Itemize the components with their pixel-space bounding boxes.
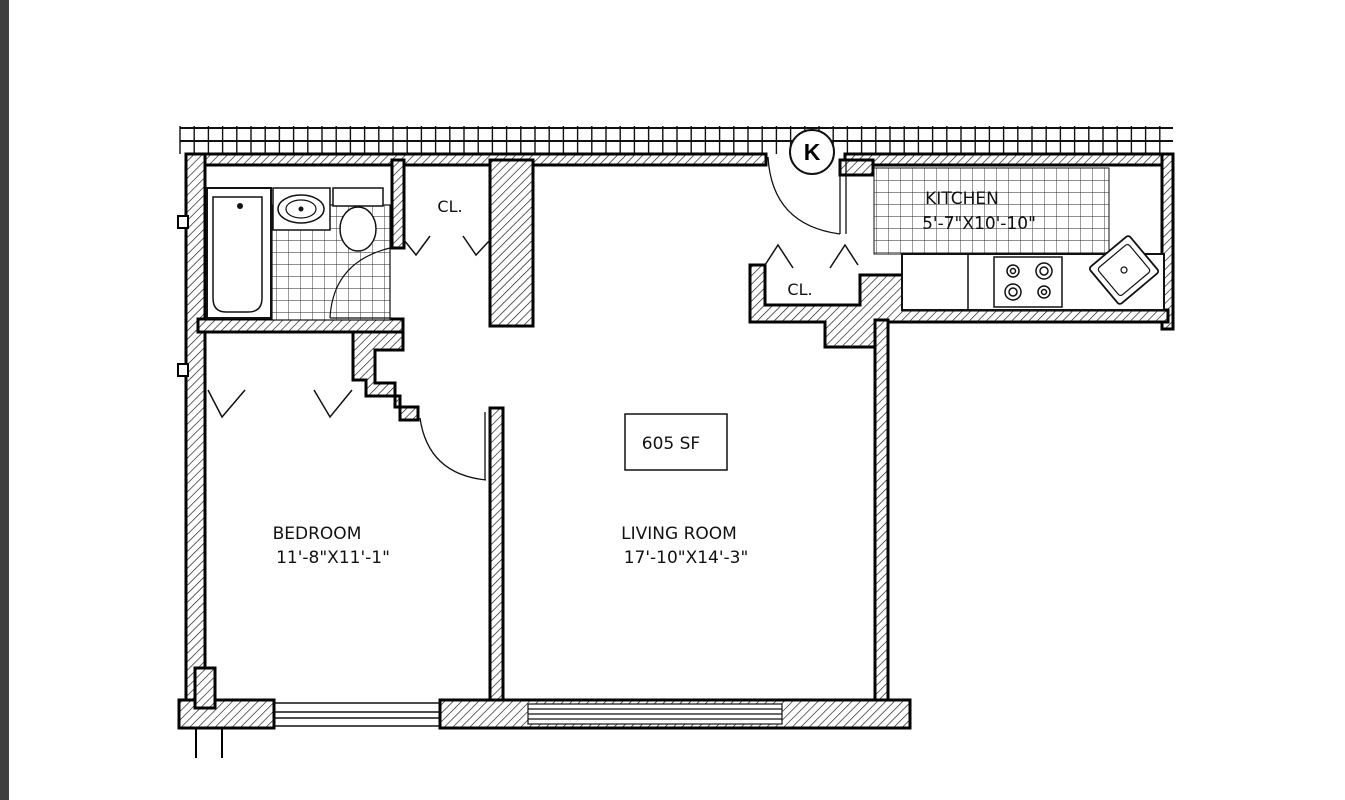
living-room-window xyxy=(527,703,783,725)
kitchen-fixtures xyxy=(873,167,1165,311)
bedroom-window xyxy=(274,702,440,727)
area-box: 605 SF xyxy=(624,413,728,471)
living-room-dimensions: 17'-10"X14'-3" xyxy=(624,548,749,568)
viewer-edge-bar xyxy=(0,0,9,800)
closet-label: CL. xyxy=(787,280,812,299)
bathroom-door xyxy=(329,247,392,319)
bedroom-dimensions: 11'-8"X11'-1" xyxy=(276,548,390,568)
bedroom-door xyxy=(419,412,491,481)
key-marker: K xyxy=(789,129,835,175)
kitchen-sink xyxy=(1088,235,1160,305)
balcony-railing xyxy=(179,126,1173,154)
bathroom xyxy=(206,187,392,321)
bathtub xyxy=(206,187,272,319)
stove xyxy=(993,256,1063,308)
key-marker-label: K xyxy=(804,139,821,165)
exterior-stubs xyxy=(177,215,223,758)
closet-label: CL. xyxy=(437,197,462,216)
living-room-name: LIVING ROOM xyxy=(621,524,737,544)
kitchen-name: KITCHEN xyxy=(925,189,999,209)
kitchen-dimensions: 5'-7"X10'-10" xyxy=(922,214,1036,234)
entry-door xyxy=(767,156,847,235)
sink xyxy=(272,187,331,231)
bedroom-name: BEDROOM xyxy=(273,524,362,544)
area-label: 605 SF xyxy=(642,434,700,454)
toilet xyxy=(332,187,384,252)
bifold-doors xyxy=(207,235,859,419)
